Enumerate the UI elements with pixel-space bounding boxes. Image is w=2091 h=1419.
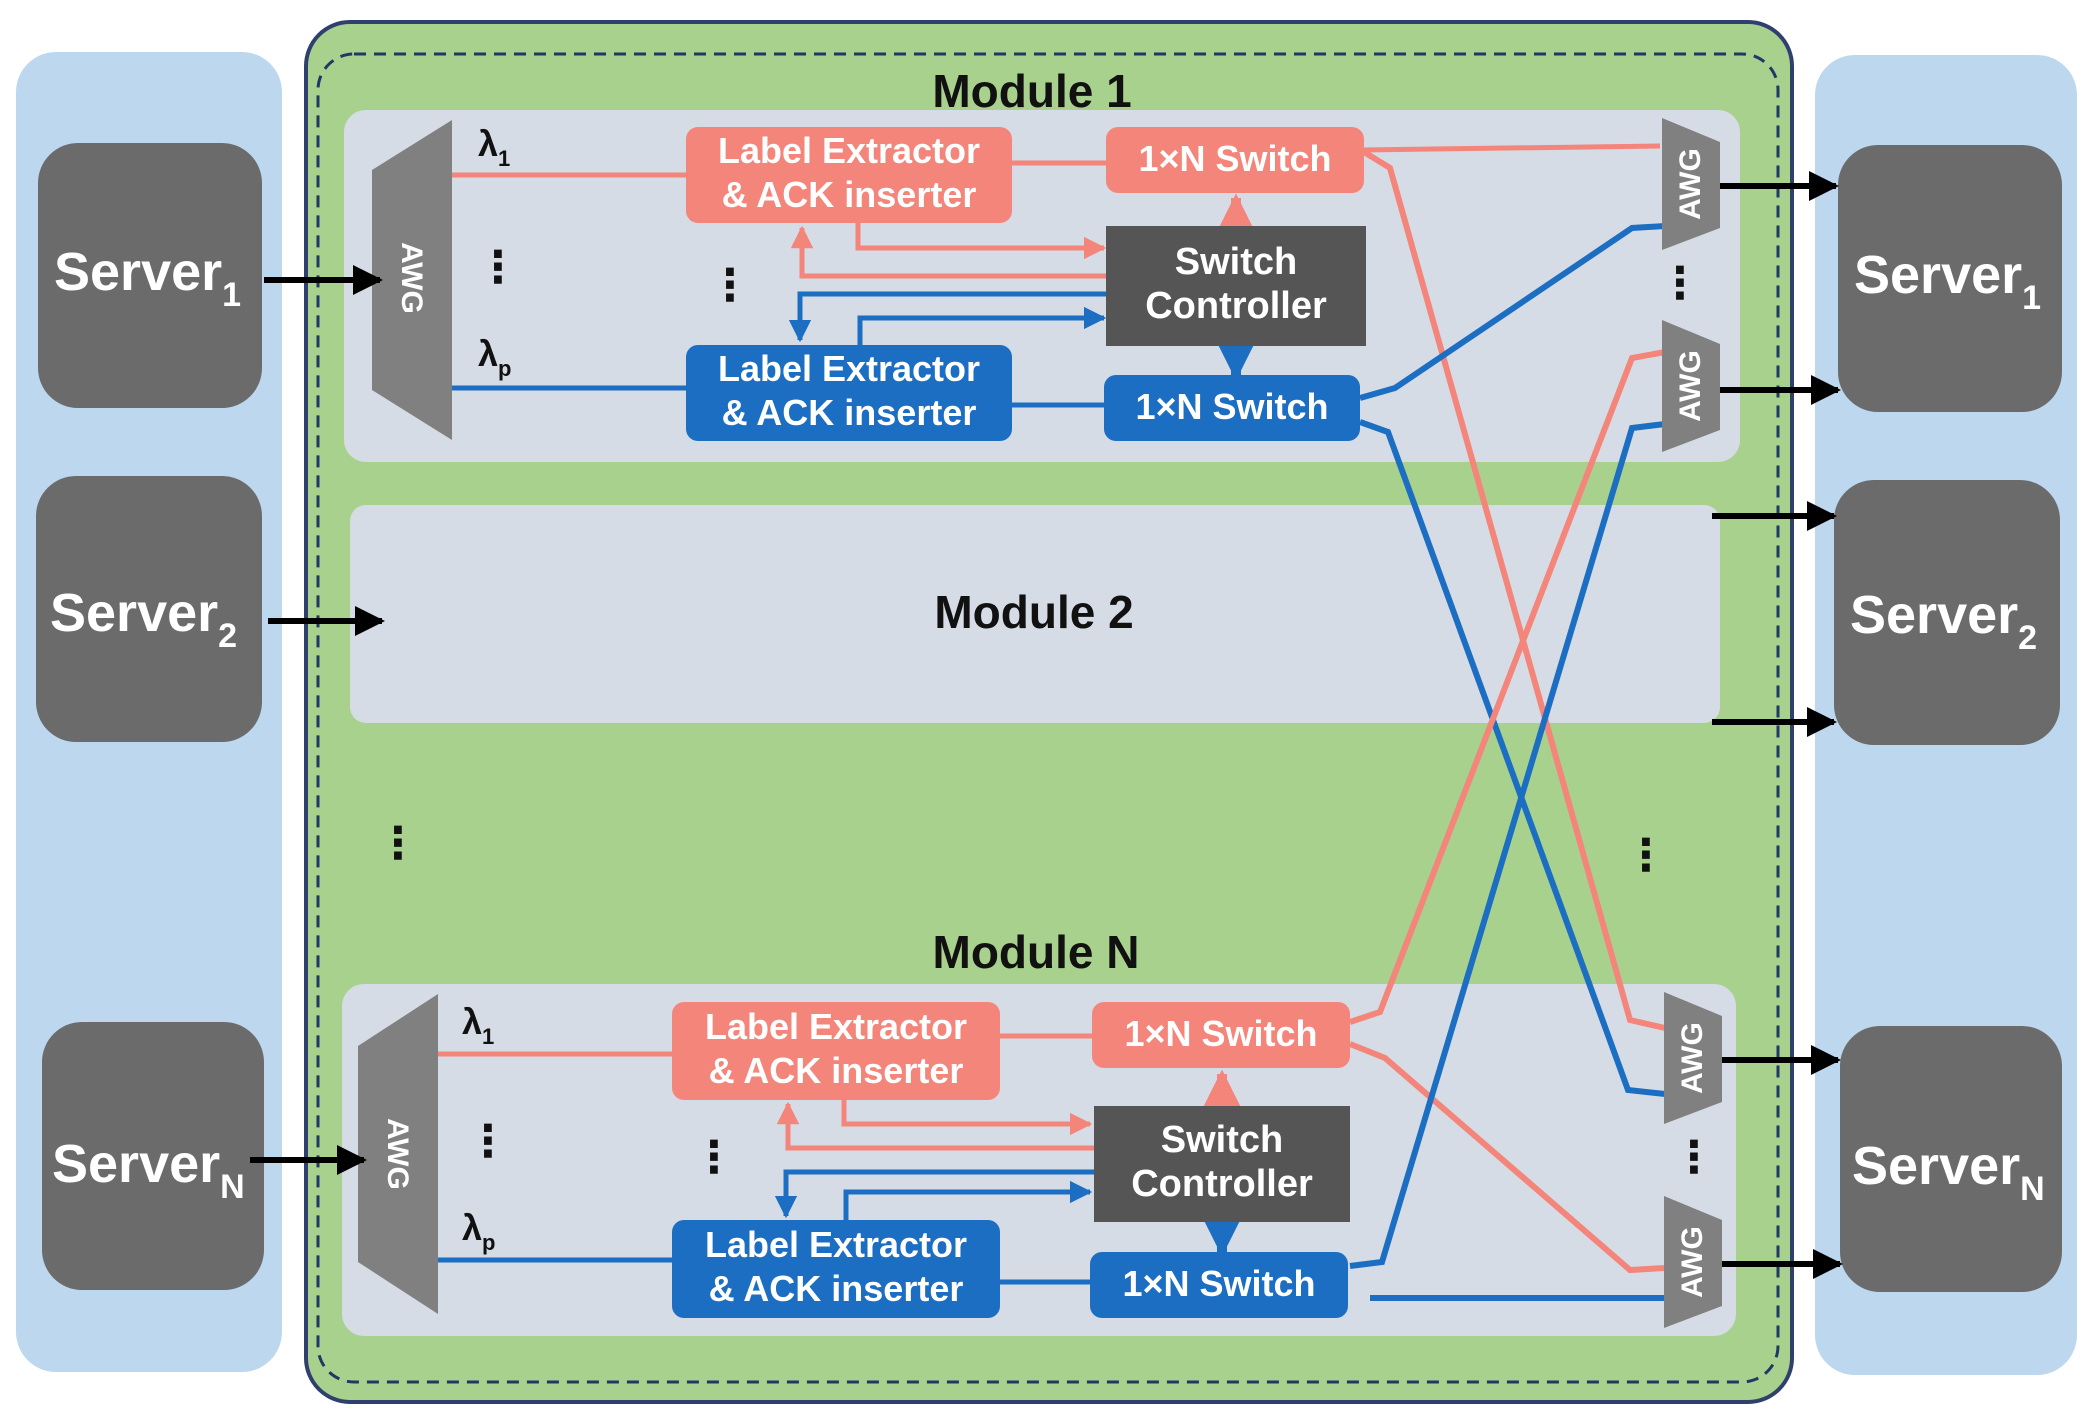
right-server-2-box — [1834, 480, 2060, 745]
fibre-m1-red-to-awgN1 — [1362, 149, 1666, 1031]
m1-blue-arrow-le-to-controller — [857, 306, 1107, 350]
output-awg-1-label: AWG — [1674, 148, 1707, 220]
mN-switch-controller-line2: Controller — [1131, 1163, 1313, 1205]
mN-label-extractor-bottom-line1: Label Extractor — [705, 1224, 967, 1265]
right-server-N-label: ServerN — [1852, 1136, 2045, 1208]
m1-switch-top-box — [1106, 127, 1364, 193]
mN-label-extractor-bottom-line2: & ACK inserter — [709, 1268, 964, 1309]
server-link-arrows — [250, 171, 1843, 1279]
left-server-2-label: Server2 — [50, 583, 237, 655]
fibre-mN-red-to-awg2 — [1349, 349, 1666, 1025]
m1-red-arrow-controller-to-le — [790, 225, 1110, 279]
m1-switch-controller-box — [1106, 226, 1366, 346]
m1-switch-bottom-box — [1104, 375, 1360, 441]
cross-module-fibres — [1348, 149, 1666, 1301]
module-1-input-awg-label: AWG — [395, 242, 428, 314]
m1-ellipsis-label-extractors: ⋮ — [708, 261, 752, 310]
switch-fabric-dashed-border — [316, 52, 1780, 1384]
mN-label-extractor-bottom-box — [672, 1220, 1000, 1318]
right-server-N-box — [1840, 1026, 2062, 1292]
mN-switch-bottom-box — [1090, 1252, 1348, 1318]
m1-lambda-1: λ1 — [478, 123, 510, 171]
mN-label-extractor-top-line2: & ACK inserter — [709, 1050, 964, 1091]
module-N-internals: AWG Label Extractor & ACK inserter Label… — [358, 994, 1350, 1318]
left-server-N-label: ServerN — [52, 1134, 245, 1206]
module-N-input-awg-label: AWG — [381, 1118, 414, 1190]
output-awg-1 — [1662, 118, 1720, 250]
output-awg-2 — [1662, 320, 1720, 452]
module-2-panel — [350, 505, 1720, 723]
right-server-1-box — [1838, 145, 2062, 412]
mN-switch-bottom-label: 1×N Switch — [1122, 1263, 1315, 1304]
left-server-2-box — [36, 476, 262, 742]
fibre-mN-red-to-awgN2 — [1348, 1041, 1666, 1274]
output-awg-ellipsis-bottom: ⋮ — [1672, 1133, 1716, 1182]
module-2-title: Module 2 — [934, 586, 1133, 638]
m1-switch-bottom-label: 1×N Switch — [1135, 386, 1328, 427]
mN-switch-top-box — [1092, 1002, 1350, 1068]
m1-switch-top-label: 1×N Switch — [1138, 138, 1331, 179]
m1-label-extractor-bottom-line2: & ACK inserter — [722, 392, 977, 433]
m1-red-arrow-le-to-controller — [855, 222, 1107, 260]
output-awg-2-label: AWG — [1674, 350, 1707, 422]
mN-ellipsis-label-extractors: ⋮ — [692, 1133, 736, 1182]
mN-label-extractor-top-line1: Label Extractor — [705, 1006, 967, 1047]
mN-blue-arrow-le-to-controller — [843, 1180, 1093, 1224]
module-N-title: Module N — [933, 926, 1140, 978]
output-awgs: AWG AWG AWG AWG ⋮ ⋮ — [1658, 118, 1722, 1328]
module-N-input-awg — [358, 994, 438, 1314]
output-awg-3 — [1664, 992, 1722, 1124]
output-awg-4-label: AWG — [1676, 1226, 1709, 1298]
fibre-m1-blue-to-awg1 — [1359, 223, 1666, 401]
output-awg-4 — [1664, 1196, 1722, 1328]
mN-label-extractor-top-box — [672, 1002, 1000, 1100]
m1-label-extractor-top-line2: & ACK inserter — [722, 174, 977, 215]
module-1-internals: AWG Label Extractor & ACK inserter Label… — [372, 120, 1661, 441]
mN-lambda-1: λ1 — [462, 1001, 494, 1049]
mN-red-arrow-controller-to-le — [776, 1101, 1098, 1151]
output-awg-ellipsis-top: ⋮ — [1658, 259, 1702, 308]
fibre-mN-blue-to-awg2 — [1349, 421, 1666, 1269]
left-server-1-box — [38, 143, 262, 408]
fibre-m1-blue-to-awgN1 — [1358, 419, 1666, 1097]
m1-blue-arrow-controller-to-le — [788, 291, 1110, 343]
right-server-2-label: Server2 — [1850, 585, 2037, 657]
m1-label-extractor-bottom-box — [686, 345, 1012, 441]
m1-switch-controller-line2: Controller — [1145, 285, 1327, 327]
fabric-ellipsis-left: ⋮ — [376, 819, 420, 868]
mN-red-arrow-le-to-controller — [841, 1100, 1093, 1136]
m1-switch-controller-line1: Switch — [1175, 241, 1297, 283]
module-1-input-awg — [372, 120, 452, 440]
left-server-1-label: Server1 — [54, 242, 241, 314]
fabric-ellipsis-right: ⋮ — [1624, 831, 1668, 880]
mN-switch-controller-box — [1094, 1106, 1350, 1222]
left-server-N-box — [42, 1022, 264, 1290]
m1-red-switch-to-awg1 — [1361, 143, 1661, 153]
mN-switch-controller-line1: Switch — [1161, 1119, 1283, 1161]
module-1-title: Module 1 — [932, 65, 1131, 117]
m1-label-extractor-top-box — [686, 127, 1012, 223]
mN-lambda-p: λp — [462, 1207, 495, 1255]
right-server-1-label: Server1 — [1854, 245, 2041, 317]
m1-ellipsis-wavelengths: ⋮ — [476, 243, 520, 292]
mN-ellipsis-wavelengths: ⋮ — [466, 1117, 510, 1166]
output-awg-3-label: AWG — [1676, 1022, 1709, 1094]
m1-lambda-p: λp — [478, 333, 511, 381]
m1-label-extractor-top-line1: Label Extractor — [718, 130, 980, 171]
mN-blue-arrow-controller-to-le — [774, 1169, 1098, 1219]
m1-label-extractor-bottom-line1: Label Extractor — [718, 348, 980, 389]
mN-switch-top-label: 1×N Switch — [1124, 1013, 1317, 1054]
